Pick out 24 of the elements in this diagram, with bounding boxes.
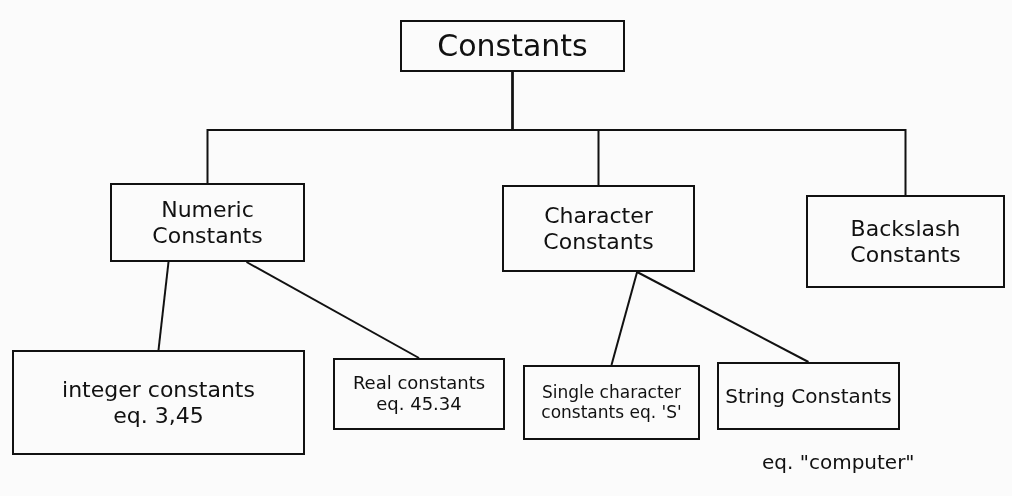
node-label: Numeric Constants — [151, 197, 264, 248]
node-label: String Constants — [725, 384, 892, 408]
concept-box — [806, 195, 1005, 288]
example-text: eq. 3,45 — [113, 402, 204, 428]
concept-box — [523, 365, 700, 440]
concept-box — [502, 185, 695, 272]
connector-line — [636, 271, 810, 363]
connector-line — [157, 261, 170, 351]
node-label: Single character constants eq. 'S' — [540, 382, 683, 423]
concept-box — [333, 358, 505, 430]
node-label: Character Constants — [542, 203, 655, 254]
concept-box — [400, 20, 625, 72]
concept-box — [110, 183, 305, 262]
concept-box — [12, 350, 305, 455]
node-label: Constants — [437, 28, 588, 64]
node-label: integer constants — [62, 377, 255, 403]
node-label: Real constants — [352, 373, 486, 394]
connector-line — [511, 71, 907, 196]
example-text: eq. "computer" — [762, 450, 915, 474]
connector-line — [245, 261, 420, 359]
connector-line — [610, 271, 639, 366]
example-text: eq. 45.34 — [376, 394, 462, 415]
node-label: Backslash Constants — [849, 216, 962, 267]
concept-box — [717, 362, 900, 430]
